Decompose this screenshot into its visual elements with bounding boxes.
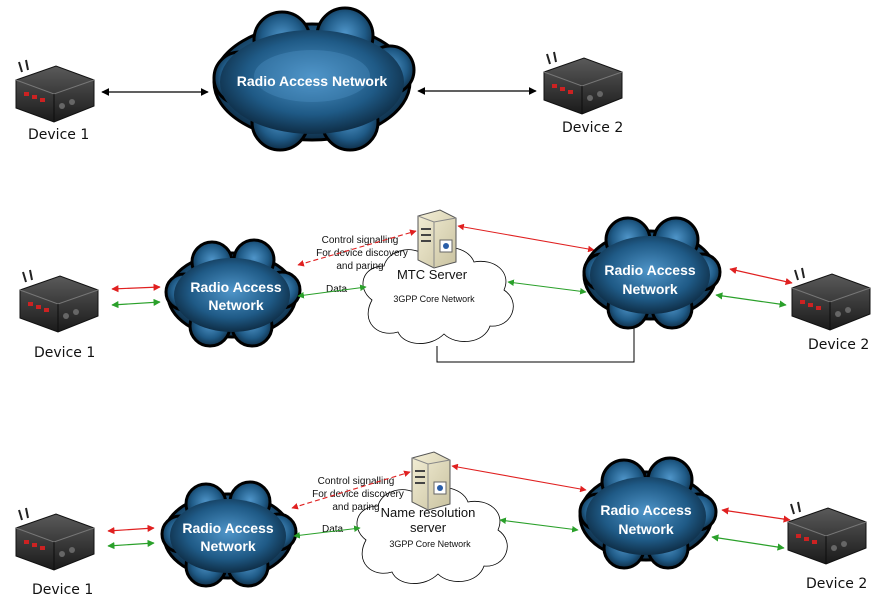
bot-control-link-ran-server — [291, 470, 411, 510]
mid-server-label: MTC Server — [397, 267, 468, 282]
bot-core-network-label: 3GPP Core Network — [389, 539, 471, 549]
mid-ran-left-label-line2: Network — [208, 297, 263, 313]
mid-device-2-label: Device 2 — [808, 337, 869, 353]
top-ran-label: Radio Access Network — [237, 73, 388, 89]
mid-device-2-icon — [791, 267, 871, 331]
bot-control-text-line3: and paring — [332, 502, 379, 513]
mid-ran-right-cloud — [582, 216, 722, 330]
middle-diagram: Device 1 Device 2 Radio Access Network 3… — [19, 209, 871, 363]
top-ran-cloud — [212, 6, 416, 152]
bottom-diagram: Device 1 Device 2 Radio Access Network N… — [15, 451, 867, 596]
bot-device-2-label: Device 2 — [806, 576, 867, 592]
bot-data-link-core-ran — [499, 517, 579, 533]
bot-ran-right-label-line1: Radio Access — [600, 502, 692, 518]
mid-device-1-label: Device 1 — [34, 345, 95, 361]
mid-control-text-line1: Control signalling — [322, 235, 399, 246]
mid-data-link-ran-core — [297, 284, 367, 299]
mid-ran-left-cloud — [164, 238, 302, 348]
bot-device-1-label: Device 1 — [32, 582, 93, 596]
bot-server-label-line2: server — [410, 520, 447, 535]
top-device-1-icon — [15, 59, 95, 123]
bot-control-link-server-ran — [451, 463, 587, 493]
mid-ran-right-label-line2: Network — [622, 281, 677, 297]
mid-server-icon — [417, 209, 457, 269]
bot-ran-right-label-line2: Network — [618, 521, 673, 537]
bot-control-text-line1: Control signalling — [318, 476, 395, 487]
mid-ran-right-label-line1: Radio Access — [604, 262, 696, 278]
mid-ran-left-label-line1: Radio Access — [190, 279, 282, 295]
top-diagram: Device 1 Device 2 Radio Access Network — [15, 6, 623, 152]
bot-data-link-ran-core — [293, 525, 361, 539]
bot-data-link-device2 — [711, 534, 785, 551]
bot-device-2-icon — [787, 501, 867, 565]
mid-connector-line — [436, 328, 635, 363]
bot-data-link-device1 — [107, 539, 155, 550]
bot-ran-left-label-line1: Radio Access — [182, 520, 274, 536]
mid-control-text-line2: For device discovery — [316, 248, 408, 259]
mid-data-link-core-ran — [507, 279, 587, 295]
mid-core-network-label: 3GPP Core Network — [393, 294, 475, 304]
mid-control-link-device2 — [729, 266, 793, 286]
bot-device-1-icon — [15, 507, 95, 571]
top-device-2-label: Device 2 — [562, 120, 623, 136]
mid-control-link-ran-server — [297, 229, 417, 267]
bot-control-link-device1 — [107, 524, 155, 535]
bot-data-label: Data — [322, 524, 344, 535]
mid-control-text-line3: and paring — [336, 261, 383, 272]
mid-data-link-device1 — [111, 298, 161, 309]
bot-ran-right-cloud — [578, 456, 718, 570]
mid-control-link-server-ran — [457, 223, 595, 253]
top-device-2-icon — [543, 51, 623, 115]
bot-server-icon — [411, 451, 451, 511]
mid-control-link-device1 — [111, 283, 161, 293]
bot-control-link-device2 — [721, 507, 791, 523]
bot-control-text-line2: For device discovery — [312, 489, 404, 500]
mid-data-link-device2 — [715, 292, 787, 308]
bot-ran-left-cloud — [160, 480, 298, 588]
top-device-1-label: Device 1 — [28, 127, 89, 143]
bot-ran-left-label-line2: Network — [200, 538, 255, 554]
mid-device-1-icon — [19, 269, 99, 333]
